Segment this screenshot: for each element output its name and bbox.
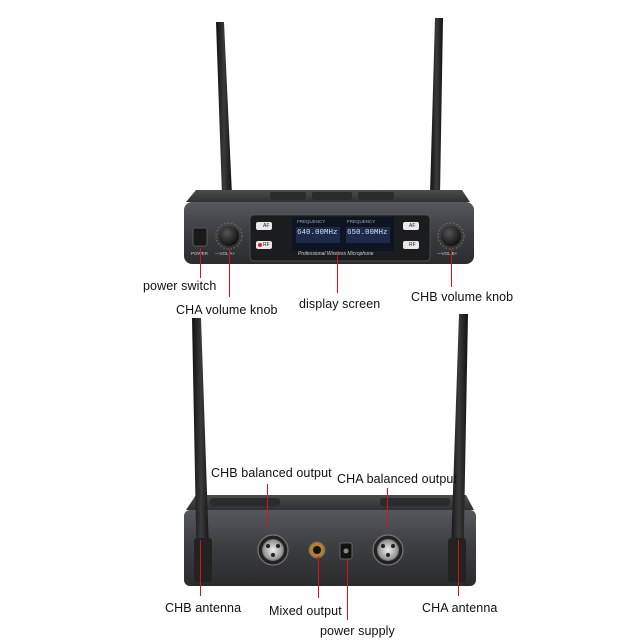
mixed-output-label: Mixed output [269,604,342,618]
front-antenna-left [216,22,232,195]
chb-volume-knob[interactable] [437,222,465,250]
power-supply-jack[interactable] [339,542,353,560]
led-af-b [403,222,419,230]
front-antenna-right [430,18,443,195]
back-receiver-graphic [184,314,476,586]
chb-knob-leader [451,249,452,287]
power-supply-label: power supply [320,624,395,638]
chb-antenna-label: CHB antenna [165,601,242,615]
cha-antenna-leader [458,540,459,596]
cha-output-leader [387,488,388,526]
cha-knob-leader [229,249,230,297]
display-screen-label: display screen [299,297,381,311]
led-rf-b-label: RF [409,242,416,248]
power-supply-leader [347,558,348,620]
freq-a-readout: 640.00MHz [297,229,338,237]
freq-b-readout: 650.00MHz [347,229,388,237]
power-label: POWER [191,251,208,256]
cha-volume-knob[interactable] [215,222,243,250]
mixed-output-leader [318,556,319,598]
display-leader [337,253,338,293]
screen-heading-b: FREQUENCY [347,219,376,224]
mixed-output-jack[interactable] [308,541,326,559]
chb-xlr-connector[interactable] [257,534,289,566]
chb-output-leader [267,484,268,526]
led-rf-b [403,241,419,249]
cha-volume-knob-label: CHA volume knob [176,303,278,317]
cha-antenna [448,314,468,582]
screen-caption: Professional Wireless Microphone [298,251,374,257]
led-af-b-label: AF [409,223,416,229]
chb-antenna-leader [200,540,201,596]
chb-antenna [192,318,212,582]
screen-heading-a: FREQUENCY [297,219,326,224]
back-view [0,310,640,600]
led-af-a [256,222,272,230]
cha-balanced-output-label: CHA balanced output [337,472,458,486]
back-panel [184,510,476,586]
cha-antenna-label: CHA antenna [422,601,498,615]
led-rf-a-label: RF [263,242,270,248]
front-receiver-graphic [184,18,474,264]
vol-a-label: —VOL A+ [215,251,235,256]
power-switch-leader [200,248,201,278]
power-switch-label: power switch [143,279,217,293]
front-view: FREQUENCY FREQUENCY 640.00MHz 650.00MHz … [184,18,474,264]
chb-balanced-output-label: CHB balanced output [211,466,332,480]
chb-volume-knob-label: CHB volume knob [411,290,514,304]
led-af-a-label: AF [263,223,270,229]
power-switch[interactable] [192,227,208,247]
vol-b-label: —VOL B+ [437,251,458,256]
cha-xlr-connector[interactable] [372,534,404,566]
